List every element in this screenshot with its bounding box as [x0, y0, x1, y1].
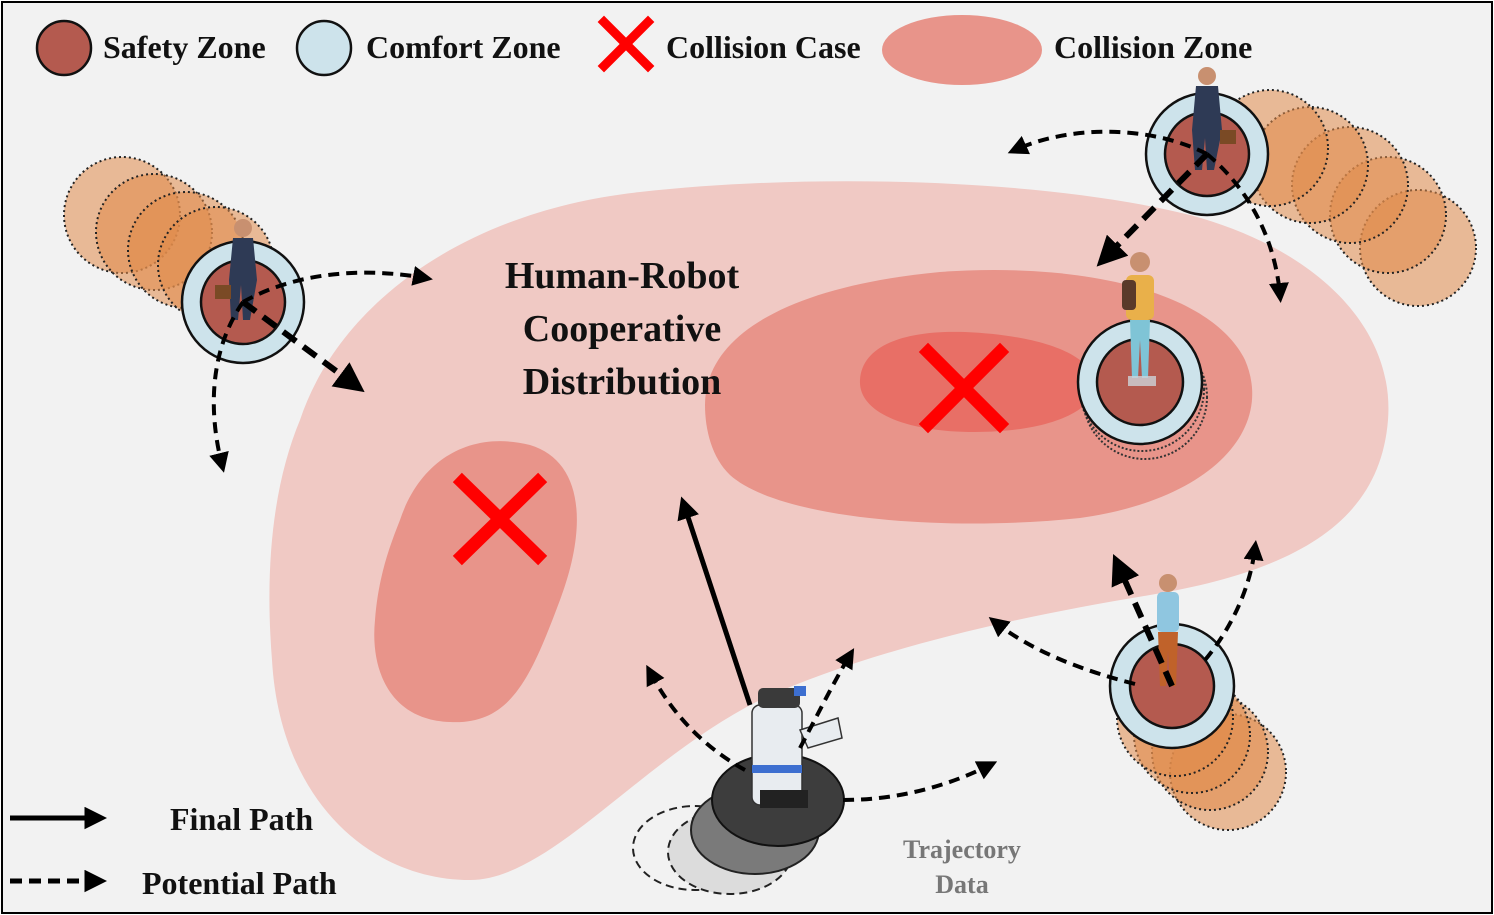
final-path — [677, 496, 753, 706]
safety-zone-swatch — [35, 19, 93, 77]
potential-path — [646, 664, 746, 772]
trajectory-ghosts-topright — [1211, 89, 1477, 307]
potential-path — [242, 266, 433, 304]
distribution-title-line1: Human-Robot — [505, 255, 740, 297]
safety-zone-label: Safety Zone — [103, 29, 266, 65]
final-path-label: Final Path — [170, 801, 313, 837]
potential-path — [1205, 152, 1289, 303]
potential-path — [842, 761, 998, 802]
potential-path — [798, 648, 855, 749]
collision-case-label: Collision Case — [666, 29, 861, 65]
person-icon — [1192, 67, 1236, 170]
collision-case-swatch — [597, 15, 655, 73]
potential-path — [1007, 129, 1208, 156]
collision-zone-swatch — [882, 15, 1042, 85]
person-icon — [1122, 252, 1156, 386]
distribution-title-line2: Cooperative — [523, 308, 721, 350]
comfort-zone-swatch — [295, 19, 353, 77]
comfort-zone-label: Comfort Zone — [366, 29, 561, 65]
distribution-title-line3: Distribution — [523, 361, 721, 403]
potential-path — [209, 300, 245, 473]
potential-path — [988, 617, 1136, 686]
collision-x-icon — [918, 342, 1010, 434]
potential-path — [1111, 554, 1175, 688]
collision-zone-left — [374, 441, 577, 723]
person-center-right — [1076, 252, 1208, 460]
trajectory-label-line1: Trajectory — [903, 835, 1021, 864]
trajectory-label-line2: Data — [935, 870, 988, 899]
potential-path — [1203, 540, 1264, 662]
collision-x-icon — [452, 472, 548, 566]
collision-zone-label: Collision Zone — [1054, 29, 1252, 65]
potential-path-label: Potential Path — [142, 865, 337, 901]
